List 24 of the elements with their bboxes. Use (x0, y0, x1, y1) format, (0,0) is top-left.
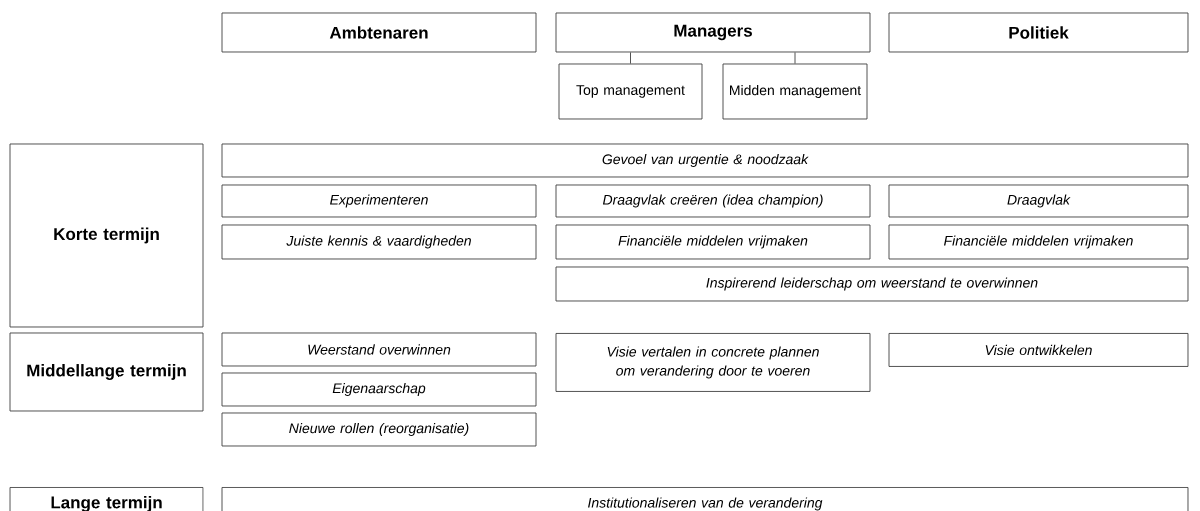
activity-box: Institutionaliseren van de verandering (221, 487, 1189, 511)
column-header-box: Ambtenaren (221, 12, 537, 53)
activity-box: Nieuwe rollen (reorganisatie) (221, 412, 537, 447)
activity-box: Experimenteren (221, 184, 537, 218)
activity-box: Financiële middelen vrijmaken (888, 224, 1189, 260)
activity-box: Gevoel van urgentie & noodzaak (221, 143, 1189, 178)
term-box: Lange termijn (9, 487, 204, 511)
activity-box: Financiële middelen vrijmaken (555, 224, 871, 260)
activity-box: Visie vertalen in concrete plannen om verandering door te voeren (555, 333, 871, 392)
activity-box: Inspirerend leiderschap om weerstand te overwinnen (555, 266, 1189, 302)
activity-box: Visie ontwikkelen (888, 333, 1189, 367)
activity-box: Draagvlak (888, 184, 1189, 218)
activity-box: Draagvlak creëren (idea champion) (555, 184, 871, 218)
management-box: Top management (558, 63, 703, 120)
management-box: Midden management (722, 63, 868, 120)
term-box: Korte termijn (9, 143, 204, 328)
activity-box: Eigenaarschap (221, 372, 537, 407)
activity-box: Juiste kennis & vaardigheden (221, 224, 537, 260)
connector-line (794, 52, 796, 64)
column-header-box: Politiek (888, 12, 1189, 53)
term-box: Middellange termijn (9, 332, 204, 412)
connector-line (630, 52, 631, 64)
column-header-box: Managers (555, 12, 871, 53)
activity-box: Weerstand overwinnen (221, 332, 537, 367)
